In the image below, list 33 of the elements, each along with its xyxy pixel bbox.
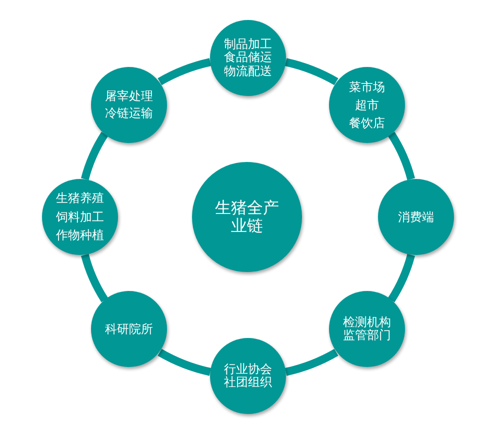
node-label: 制品加工 [224,38,272,51]
node-label: 物流配送 [224,64,272,78]
node-label: 行业协会 [224,362,272,376]
node-label: 餐饮店 [348,114,385,132]
node-label: 菜市场 [348,78,385,96]
ring-arc [81,254,108,302]
ring-arc [284,58,338,86]
node-label: 检测机构 [342,316,391,330]
stage-circle [91,291,168,368]
stage-circle [42,179,118,255]
ring-arc [284,348,338,376]
node-label: 消费端 [398,209,434,225]
node-label: 饲料加工 [56,208,104,226]
ring-arc [158,58,212,86]
ring-arc [81,132,108,180]
ring-arc [388,254,415,302]
hub-label: 生猪全产业链 [214,199,280,235]
stage-circle [328,66,405,143]
ring-arc [388,132,415,180]
node-label: 社团组织 [224,376,272,390]
node-label: 超市 [354,96,379,114]
node-label: 生猪养殖 [56,190,104,208]
node-label: 食品储运 [224,51,272,65]
node-label: 冷链运输 [105,104,154,122]
stage-circle [210,20,286,96]
stage-circle [210,338,286,414]
node-label: 监管部门 [342,329,391,342]
node-label: 科研院所 [105,321,154,338]
stage-circle [378,179,454,255]
ring-arc [158,348,212,376]
stage-circle [328,291,405,368]
node-label: 作物种植 [56,227,104,244]
node-label: 屠宰处理 [105,88,154,105]
